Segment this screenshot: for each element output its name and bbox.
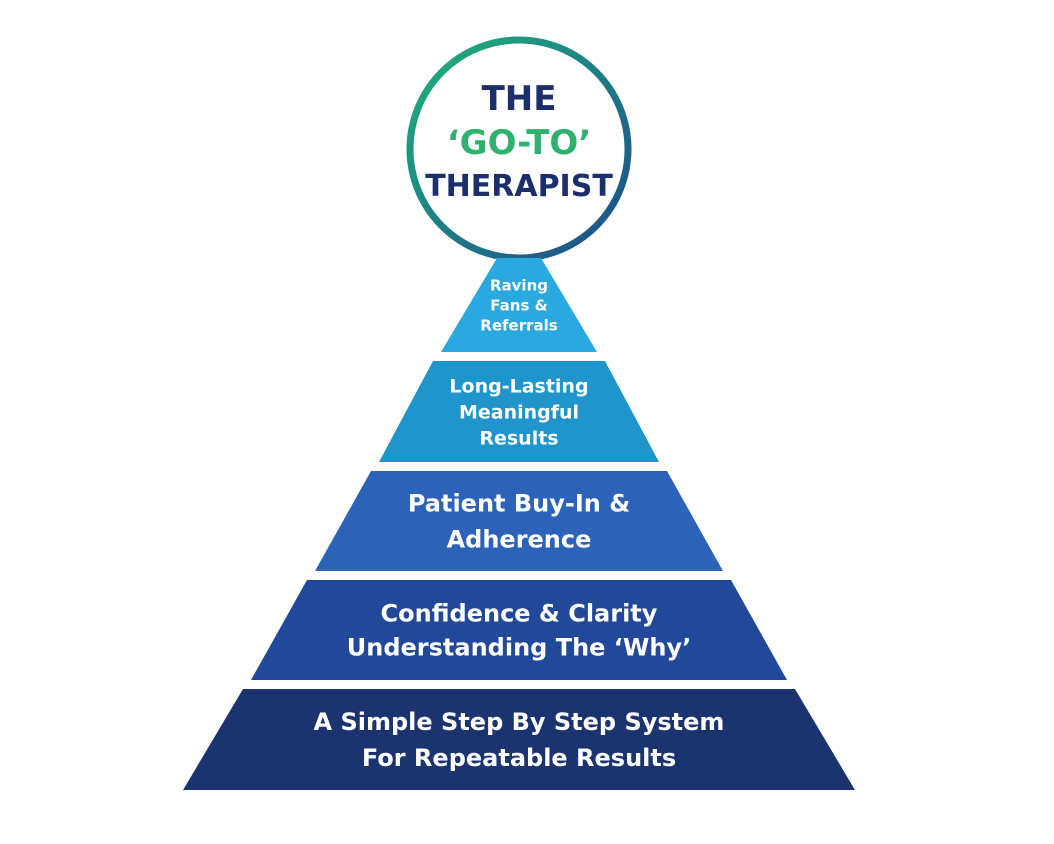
pyramid-tier-shape: [315, 471, 723, 571]
pyramid-tier-label: Referrals: [480, 316, 557, 334]
pyramid-tier-label: Results: [479, 427, 558, 449]
pyramid-tier-label: Long-Lasting: [449, 375, 588, 397]
pyramid-tier-label: Adherence: [447, 526, 592, 554]
go-to-therapist-badge: THE ‘GO-TO’ THERAPIST: [406, 36, 632, 262]
pyramid-tier-label: Raving: [490, 276, 548, 294]
pyramid-tier-label: A Simple Step By Step System: [314, 708, 725, 736]
pyramid-tier-3: Patient Buy-In & Adherence: [315, 471, 723, 571]
pyramid-tier-label: Patient Buy-In &: [408, 490, 630, 518]
badge-title-the: THE: [482, 79, 557, 119]
pyramid-tier-label: Meaningful: [459, 401, 579, 423]
pyramid-tier-label: Fans &: [490, 296, 547, 314]
pyramid-tier-shape: [379, 361, 659, 462]
pyramid-tier-label: Understanding The ‘Why’: [347, 634, 691, 662]
pyramid-tier-shape: [183, 689, 855, 790]
pyramid-tier-label: For Repeatable Results: [362, 744, 676, 772]
badge-title-therapist: THERAPIST: [425, 169, 613, 204]
pyramid-tier-label: Confidence & Clarity: [381, 600, 658, 628]
badge-title-go-to: ‘GO-TO’: [447, 123, 591, 163]
pyramid-tier-shape: [251, 580, 787, 680]
pyramid-tier-shape: [441, 258, 597, 352]
